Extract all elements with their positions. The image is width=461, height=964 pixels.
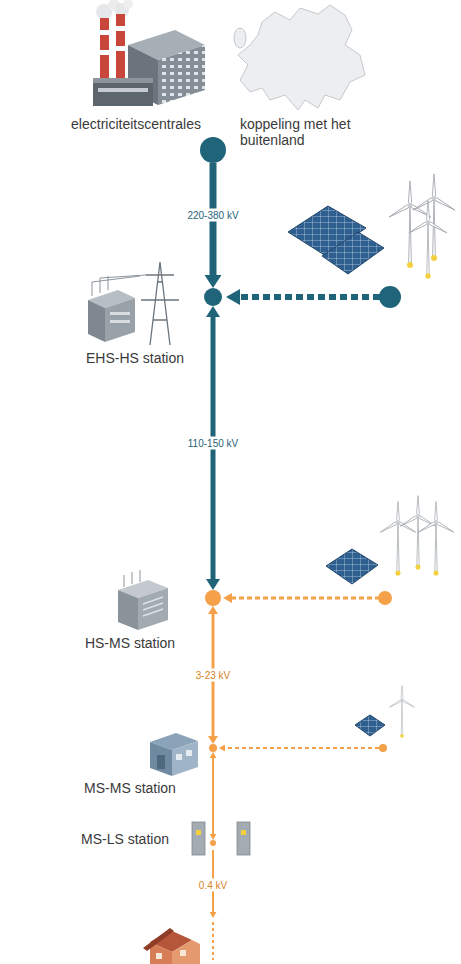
low-voltage-line xyxy=(213,850,214,960)
house xyxy=(156,953,162,959)
station-label: koppeling met het buitenland xyxy=(240,116,352,148)
house xyxy=(172,940,200,964)
wind-farm-large xyxy=(388,174,455,279)
ms-ls-cabinets xyxy=(196,830,201,835)
hs-ms-station-icon xyxy=(138,588,168,630)
hs-ms-station-icon xyxy=(118,590,138,630)
wind-farm-large xyxy=(412,174,455,261)
ms-ls-cabinets xyxy=(192,822,250,855)
station-dot: EHS-HS station xyxy=(204,288,222,306)
ms-ms-station-icon xyxy=(157,755,165,769)
hs-ms-station-icon xyxy=(118,570,168,630)
power-plant xyxy=(116,26,125,31)
europe-map xyxy=(234,5,365,110)
power-plant xyxy=(100,30,109,35)
station-dot: MS-LS station xyxy=(210,840,216,846)
hs-ms-station-icon xyxy=(124,570,140,587)
power-line xyxy=(212,758,214,834)
voltage-label: 220-380 kV xyxy=(184,209,241,222)
ms-ms-station-icon xyxy=(150,742,172,776)
station-label: EHS-HS station xyxy=(86,350,184,366)
station-label: electriciteitscentrales xyxy=(71,116,201,132)
ms-ls-cabinets xyxy=(192,822,205,855)
renewable-feed-ehs xyxy=(379,286,401,308)
solar-park-large xyxy=(322,232,384,274)
solar-park-medium xyxy=(326,549,378,584)
ehs-hs-station-icon xyxy=(141,262,179,345)
house xyxy=(143,928,174,951)
renewable-feed-ms-ms xyxy=(225,747,379,749)
power-plant xyxy=(98,88,148,92)
wind-farm-medium xyxy=(418,502,455,576)
wind-farm-medium xyxy=(400,496,437,570)
ms-ms-station-icon xyxy=(186,750,192,756)
ehs-hs-station-icon xyxy=(88,300,105,342)
station-label: MS-LS station xyxy=(81,831,169,847)
renewable-feed-hs-ms xyxy=(232,591,392,605)
ehs-hs-station-icon xyxy=(110,312,130,315)
station-label: MS-MS station xyxy=(84,780,176,796)
wind-farm-medium xyxy=(380,502,417,576)
station-label: HS-MS station xyxy=(85,635,175,651)
ms-ms-station-icon xyxy=(172,741,198,776)
wind-turbine-small xyxy=(389,686,415,738)
solar-park-large xyxy=(288,206,384,274)
hs-ms-station-icon xyxy=(143,597,163,616)
ms-ls-cabinets xyxy=(237,822,250,855)
power-plant xyxy=(123,0,133,9)
station-dot: electriciteitscentraleskoppeling met het… xyxy=(200,137,226,163)
power-plant xyxy=(158,45,205,105)
low-voltage-line xyxy=(212,906,214,912)
renewable-feed-ms-ms xyxy=(379,744,387,752)
europe-map xyxy=(234,28,246,48)
ehs-hs-station-icon xyxy=(92,275,146,296)
voltage-label: 3-23 kV xyxy=(193,669,233,682)
station-dot: HS-MS station xyxy=(205,590,221,606)
ehs-hs-station-icon xyxy=(88,262,179,345)
ehs-hs-station-icon xyxy=(105,298,135,342)
ms-ms-station-icon xyxy=(176,754,182,760)
renewable-feed-hs-ms xyxy=(378,591,392,605)
ms-ls-cabinets xyxy=(241,830,246,835)
wind-farm-large xyxy=(409,200,448,278)
solar-park-medium xyxy=(326,549,378,584)
power-plant xyxy=(93,78,153,83)
low-voltage-line xyxy=(212,922,214,960)
voltage-label: 0.4 kV xyxy=(196,879,230,892)
ms-ms-station-icon xyxy=(150,733,198,776)
house xyxy=(143,928,200,964)
power-plant xyxy=(116,14,125,88)
wind-farm-medium xyxy=(380,496,455,576)
house xyxy=(180,950,186,956)
power-plant xyxy=(100,18,109,88)
ehs-hs-station-icon xyxy=(110,320,130,323)
power-plant xyxy=(93,82,153,106)
renewable-feed-ms-ms xyxy=(225,744,387,752)
renewable-feed-ehs xyxy=(240,294,380,300)
europe-map xyxy=(238,5,365,110)
power-plant xyxy=(93,0,205,106)
voltage-label: 110-150 kV xyxy=(185,437,241,450)
renewable-feed-ehs xyxy=(240,286,401,308)
power-plant xyxy=(100,50,109,55)
solar-panel-small xyxy=(355,715,385,736)
power-plant xyxy=(116,46,125,51)
station-dot: MS-MS station xyxy=(209,744,217,752)
renewable-feed-hs-ms xyxy=(232,597,380,600)
solar-panel-small xyxy=(355,715,385,736)
wind-turbine-small xyxy=(389,686,415,738)
